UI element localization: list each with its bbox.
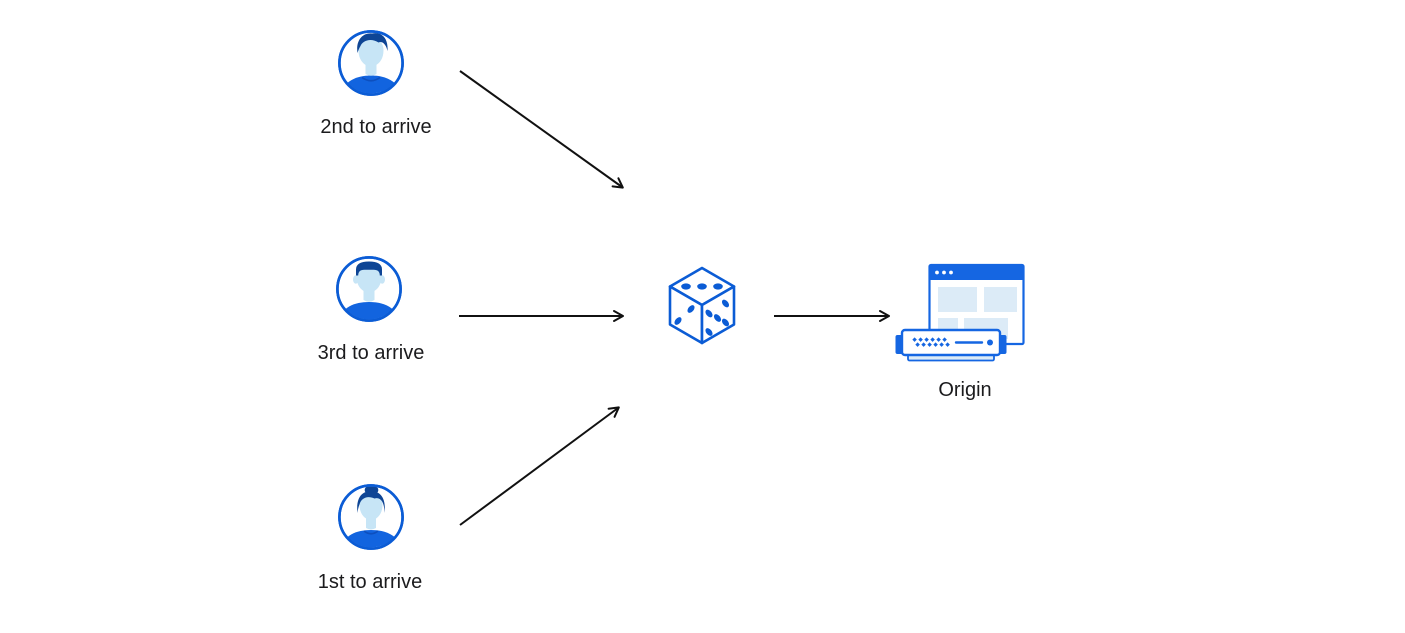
arrow-second-visitor-to-dice (459, 70, 624, 189)
label-visitor-third: 3rd to arrive (317, 342, 425, 364)
node-visitor-second (336, 28, 406, 103)
node-origin (894, 262, 1028, 369)
female-avatar-bun-icon (338, 484, 404, 550)
server-icon (895, 328, 1007, 362)
node-visitor-first (336, 482, 406, 557)
arrow-first-visitor-to-dice (459, 406, 620, 526)
node-visitor-third (334, 254, 404, 329)
label-visitor-second: 2nd to arrive (320, 116, 432, 138)
male-avatar-swept-hair-icon (338, 30, 404, 96)
label-visitor-first: 1st to arrive (317, 571, 423, 593)
browser-window-and-server-icon (895, 263, 1025, 362)
browser-title-bar (929, 265, 1024, 280)
male-avatar-flat-top-icon (336, 256, 402, 322)
label-origin: Origin (938, 379, 992, 401)
node-random-selector (662, 262, 742, 359)
dice-icon (668, 266, 736, 345)
